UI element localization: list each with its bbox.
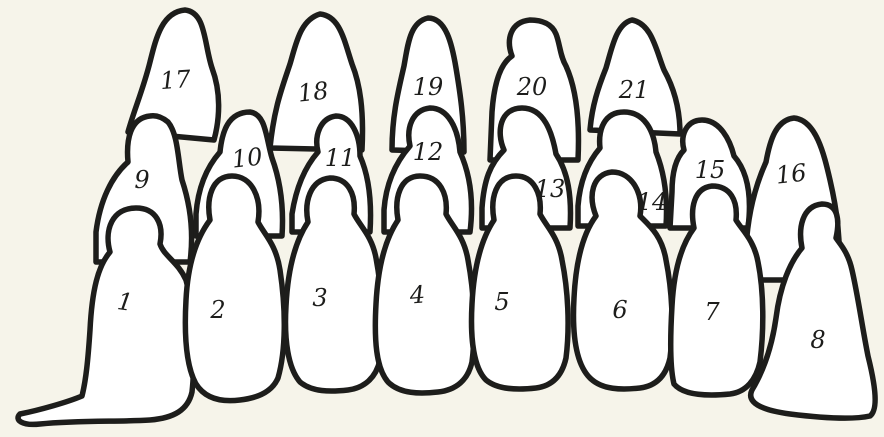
figure-number-6: 6	[612, 296, 627, 324]
figure-number-5: 5	[494, 288, 509, 316]
figure-number-19: 19	[413, 73, 444, 101]
figure-number-7: 7	[704, 298, 720, 326]
figure-number-18: 18	[297, 77, 330, 108]
figure-number-16: 16	[775, 159, 808, 190]
figure-number-12: 12	[413, 138, 444, 166]
figure-number-3: 3	[312, 284, 327, 312]
figure-number-8: 8	[810, 326, 825, 354]
figure-number-15: 15	[695, 156, 726, 184]
figure-number-21: 21	[618, 76, 650, 104]
figure-number-17: 17	[159, 65, 192, 95]
figure-number-9: 9	[134, 166, 149, 194]
figure-number-20: 20	[516, 73, 548, 101]
figure-number-2: 2	[209, 296, 225, 324]
figure-number-11: 11	[325, 144, 356, 172]
figure-number-4: 4	[408, 281, 426, 310]
figure-number-10: 10	[231, 143, 264, 174]
